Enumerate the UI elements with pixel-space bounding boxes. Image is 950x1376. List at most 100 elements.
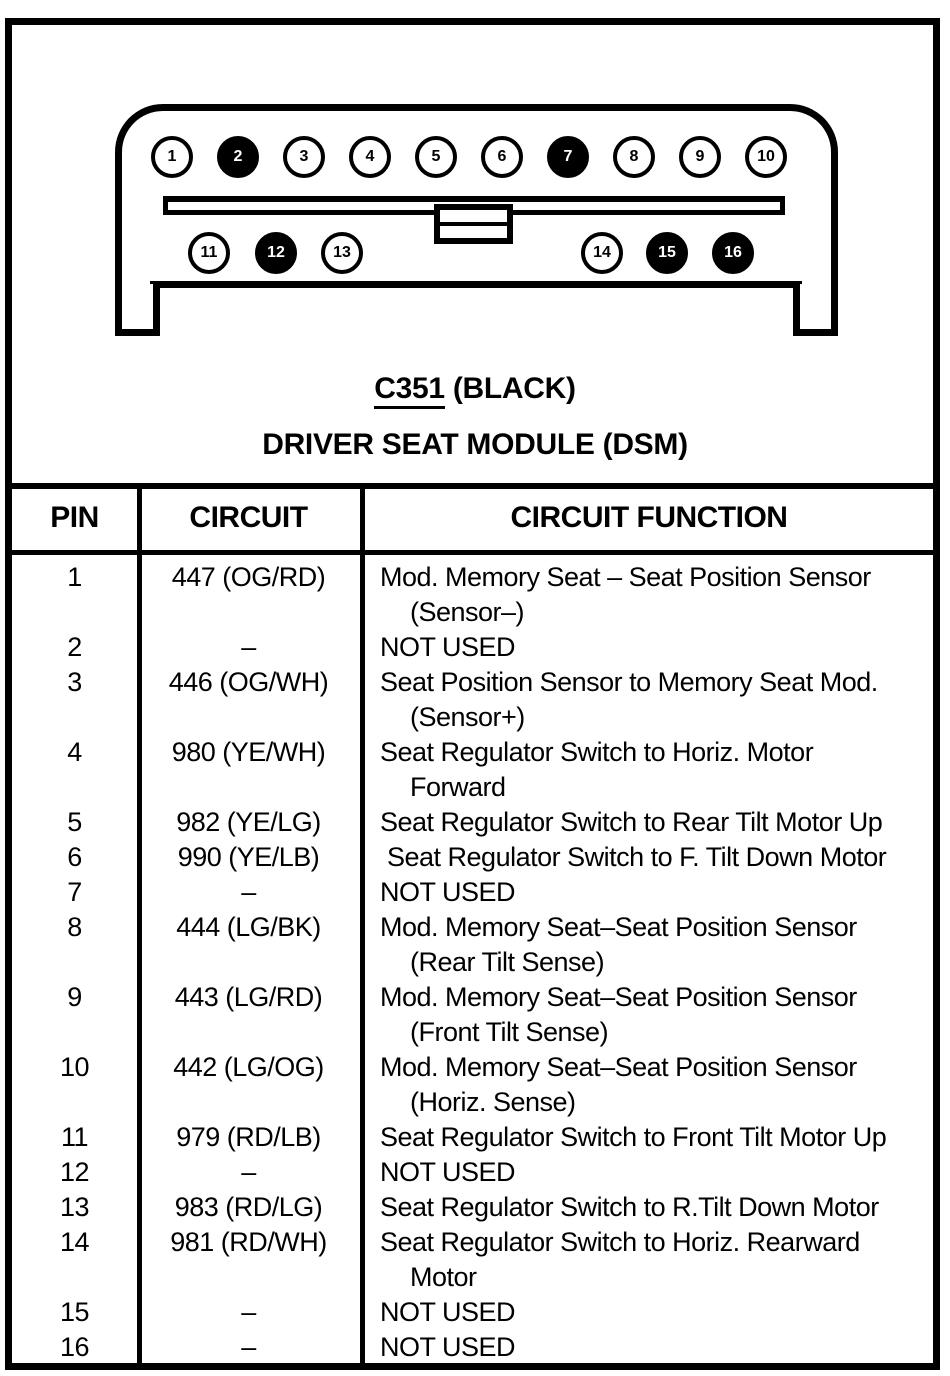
function-cell: Mod. Memory Seat–Seat Position Sensor (F…	[360, 980, 938, 1050]
pin-cell: 6	[67, 842, 82, 872]
table-row-2: 2 – NOT USED	[12, 630, 938, 665]
function-line1: Seat Position Sensor to Memory Seat Mod.	[380, 667, 878, 697]
function-cell: Seat Position Sensor to Memory Seat Mod.…	[360, 665, 938, 735]
pin-cell: 14	[59, 1227, 90, 1257]
table-row-3: 3 446 (OG/WH) Seat Position Sensor to Me…	[12, 665, 938, 735]
circuit-cell: 444 (LG/BK)	[176, 912, 321, 942]
function-cell: Mod. Memory Seat–Seat Position Sensor (R…	[360, 910, 938, 980]
pin-14: 14	[581, 232, 623, 274]
circuit-cell: –	[241, 1297, 256, 1327]
pin-8: 8	[613, 136, 655, 178]
function-line1: Mod. Memory Seat–Seat Position Sensor	[380, 1052, 857, 1082]
circuit-cell: 443 (LG/RD)	[174, 982, 323, 1012]
function-line1: Mod. Memory Seat–Seat Position Sensor	[380, 982, 857, 1012]
pin-cell: 5	[67, 807, 82, 837]
circuit-cell: 990 (YE/LB)	[177, 842, 320, 872]
function-line1: Seat Regulator Switch to Horiz. Rearward	[380, 1227, 860, 1257]
pin-9: 9	[679, 136, 721, 178]
circuit-cell: 982 (YE/LG)	[176, 807, 321, 837]
module-title: DRIVER SEAT MODULE (DSM)	[262, 428, 688, 461]
pin-cell: 10	[59, 1052, 90, 1082]
function-line1: Seat Regulator Switch to Front Tilt Moto…	[380, 1122, 887, 1152]
function-line1: NOT USED	[380, 1157, 516, 1187]
function-cell: Seat Regulator Switch to R.Tilt Down Mot…	[360, 1190, 938, 1225]
column-divider-pin-circuit	[137, 483, 142, 1367]
table-header-separator	[12, 550, 938, 555]
pin-6: 6	[481, 136, 523, 178]
function-cell: Seat Regulator Switch to Rear Tilt Motor…	[360, 805, 938, 840]
pin-10: 10	[745, 136, 787, 178]
circuit-cell: –	[241, 1157, 256, 1187]
pin-12: 12	[255, 232, 297, 274]
connector-id-label: C351	[374, 372, 445, 409]
connector-bottom-edge	[150, 281, 802, 288]
function-line1: Seat Regulator Switch to Horiz. Motor	[380, 737, 814, 767]
function-line1: Mod. Memory Seat – Seat Position Sensor	[380, 562, 871, 592]
connector-latch-tab	[434, 204, 513, 244]
column-divider-circuit-function	[360, 483, 365, 1367]
connector-color-label: (BLACK)	[444, 372, 576, 405]
table-row-11: 11 979 (RD/LB) Seat Regulator Switch to …	[12, 1120, 938, 1155]
pin-cell: 8	[67, 912, 82, 942]
function-line2: Motor	[410, 1262, 477, 1292]
pin-cell: 16	[59, 1332, 90, 1362]
table-header-row: PIN CIRCUIT CIRCUIT FUNCTION	[12, 489, 938, 547]
pin-cell: 1	[67, 562, 82, 592]
pin-1: 1	[151, 136, 193, 178]
pin-15: 15	[646, 232, 688, 274]
pin-cell: 3	[67, 667, 82, 697]
table-row-7: 7 – NOT USED	[12, 875, 938, 910]
pin-3: 3	[283, 136, 325, 178]
connector-id-title: C351 (BLACK)	[0, 372, 950, 409]
table-body: 1 447 (OG/RD) Mod. Memory Seat – Seat Po…	[12, 560, 938, 1365]
table-top-border	[12, 483, 938, 489]
circuit-cell: 979 (RD/LB)	[176, 1122, 321, 1152]
circuit-cell: 981 (RD/WH)	[170, 1227, 327, 1257]
header-pin: PIN	[50, 501, 99, 534]
header-circuit: CIRCUIT	[189, 501, 308, 534]
function-cell: NOT USED	[360, 1155, 938, 1190]
function-line1: Seat Regulator Switch to Rear Tilt Motor…	[380, 807, 883, 837]
table-row-15: 15 – NOT USED	[12, 1295, 938, 1330]
connector-right-foot	[793, 284, 838, 336]
table-row-5: 5 982 (YE/LG) Seat Regulator Switch to R…	[12, 805, 938, 840]
function-line1: NOT USED	[380, 877, 516, 907]
header-circuit-function: CIRCUIT FUNCTION	[510, 501, 788, 534]
table-row-6: 6 990 (YE/LB) Seat Regulator Switch to F…	[12, 840, 938, 875]
circuit-cell: –	[241, 877, 256, 907]
table-row-4: 4 980 (YE/WH) Seat Regulator Switch to H…	[12, 735, 938, 805]
pin-7: 7	[547, 136, 589, 178]
function-cell: NOT USED	[360, 630, 938, 665]
table-row-12: 12 – NOT USED	[12, 1155, 938, 1190]
function-cell: Mod. Memory Seat – Seat Position Sensor …	[360, 560, 938, 630]
table-row-10: 10 442 (LG/OG) Mod. Memory Seat–Seat Pos…	[12, 1050, 938, 1120]
connector-left-foot	[115, 284, 160, 336]
function-line1: Seat Regulator Switch to R.Tilt Down Mot…	[380, 1192, 879, 1222]
function-cell: NOT USED	[360, 1295, 938, 1330]
function-line1: NOT USED	[380, 1332, 516, 1362]
table-row-8: 8 444 (LG/BK) Mod. Memory Seat–Seat Posi…	[12, 910, 938, 980]
connector-body-outline	[115, 104, 838, 288]
pin-2: 2	[217, 136, 259, 178]
pin-cell: 12	[59, 1157, 90, 1187]
latch-divider-line	[440, 222, 507, 226]
function-line2: (Front Tilt Sense)	[410, 1017, 609, 1047]
pin-cell: 15	[59, 1297, 90, 1327]
pin-16: 16	[712, 232, 754, 274]
function-line2: (Rear Tilt Sense)	[410, 947, 605, 977]
function-line2: (Sensor–)	[410, 597, 525, 627]
function-cell: Seat Regulator Switch to Front Tilt Moto…	[360, 1120, 938, 1155]
pin-cell: 11	[60, 1122, 89, 1152]
pin-cell: 2	[67, 632, 82, 662]
table-row-9: 9 443 (LG/RD) Mod. Memory Seat–Seat Posi…	[12, 980, 938, 1050]
circuit-cell: –	[241, 632, 256, 662]
pin-4: 4	[349, 136, 391, 178]
circuit-cell: 446 (OG/WH)	[168, 667, 329, 697]
function-cell: Mod. Memory Seat–Seat Position Sensor (H…	[360, 1050, 938, 1120]
function-cell: Seat Regulator Switch to Horiz. Motor Fo…	[360, 735, 938, 805]
table-row-1: 1 447 (OG/RD) Mod. Memory Seat – Seat Po…	[12, 560, 938, 630]
page-border	[5, 18, 940, 1370]
table-row-16: 16 – NOT USED	[12, 1330, 938, 1365]
pin-13: 13	[321, 232, 363, 274]
